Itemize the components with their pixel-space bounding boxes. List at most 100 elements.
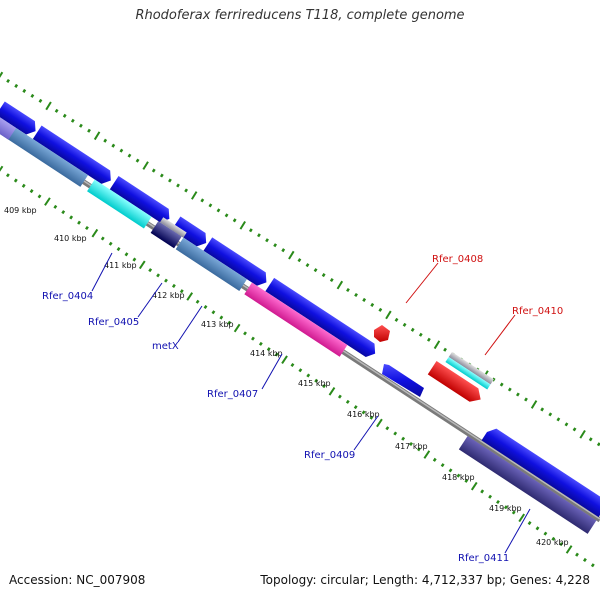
gc-mark (29, 189, 34, 194)
tick-label: 418 kbp (442, 473, 475, 482)
gc-mark (540, 407, 545, 412)
gc-mark (251, 336, 255, 341)
gc-mark (378, 307, 383, 312)
gc-mark (596, 442, 600, 447)
gene-feature[interactable] (448, 352, 494, 385)
gene-feature[interactable] (171, 216, 211, 250)
gc-mark (507, 387, 512, 392)
gc-mark (258, 341, 263, 346)
gene-feature[interactable] (203, 237, 270, 289)
gc-mark (227, 320, 232, 325)
gene-label[interactable]: Rfer_0409 (304, 450, 355, 461)
label-leaders (91, 252, 531, 554)
gene-feature[interactable] (150, 221, 182, 249)
gc-mark (77, 220, 81, 225)
gene-feature-rfer-0409[interactable] (382, 364, 424, 397)
gc-mark (385, 426, 390, 431)
gc-mark (572, 427, 577, 432)
gc-mark (401, 436, 406, 441)
gc-mark (116, 247, 121, 252)
gc-mark (248, 228, 253, 233)
gc-mark (551, 536, 556, 541)
gc-mark (132, 257, 137, 262)
gc-mark (394, 317, 399, 322)
tick-label: 410 kbp (54, 234, 87, 243)
gc-mark (216, 208, 221, 213)
gc-mark (257, 233, 261, 238)
gene-feature[interactable] (265, 277, 379, 360)
gc-mark (470, 481, 478, 491)
gc-mark (579, 429, 586, 439)
gene-feature-rfer-0411[interactable] (481, 425, 600, 518)
gene-feature[interactable] (0, 114, 89, 187)
gc-mark (176, 183, 180, 188)
gc-mark (417, 447, 421, 452)
gc-mark (62, 113, 67, 118)
gc-mark (195, 299, 200, 304)
gene-label[interactable]: Rfer_0405 (88, 317, 139, 328)
gc-mark (496, 499, 500, 505)
gene-label[interactable]: Rfer_0411 (458, 553, 509, 564)
gc-mark (423, 450, 431, 459)
gc-mark (464, 478, 469, 483)
gc-mark (151, 168, 156, 173)
gene-feature[interactable] (445, 357, 491, 390)
gc-mark (515, 392, 520, 397)
gc-mark (239, 220, 246, 230)
gene-feature[interactable] (175, 237, 247, 291)
gc-mark (565, 545, 573, 554)
gc-mark (535, 526, 540, 531)
gc-mark (87, 128, 91, 133)
tick-label: 415 kbp (298, 379, 331, 388)
gc-mark (433, 340, 441, 350)
gene-feature[interactable] (244, 282, 348, 357)
gene-feature[interactable] (109, 175, 174, 226)
gc-mark (159, 173, 164, 178)
gc-mark (480, 489, 485, 494)
gene-label[interactable]: Rfer_0408 (432, 254, 483, 265)
gc-mark (543, 531, 548, 536)
gc-content-inner-band (0, 165, 595, 568)
tick-label: 412 kbp (152, 291, 185, 300)
gene-feature[interactable] (0, 114, 17, 140)
gc-mark (203, 304, 208, 310)
gene-label[interactable]: Rfer_0404 (42, 291, 93, 302)
gc-mark (5, 173, 10, 178)
topology-text: Topology: circular; Length: 4,712,337 bp… (260, 573, 590, 587)
gc-mark (13, 178, 18, 183)
gc-mark (124, 252, 129, 257)
gc-mark (142, 161, 149, 170)
gc-mark (583, 557, 587, 562)
gc-mark (488, 494, 493, 499)
gc-mark (164, 278, 168, 283)
gene-label[interactable]: metX (152, 341, 179, 352)
gc-mark (200, 198, 205, 203)
gc-mark (37, 194, 42, 199)
gene-feature[interactable] (458, 436, 597, 534)
gc-mark (54, 108, 59, 113)
gc-mark (345, 399, 350, 404)
gene-feature[interactable] (32, 125, 115, 188)
gene-label[interactable]: Rfer_0407 (207, 389, 258, 400)
gene-feature[interactable] (159, 217, 187, 238)
gene-feature-rfer-0408[interactable] (374, 325, 390, 342)
gc-mark (527, 521, 532, 526)
gene-feature[interactable] (0, 101, 40, 137)
gc-mark (409, 441, 413, 447)
gc-mark (281, 355, 288, 365)
gene-label[interactable]: Rfer_0410 (512, 306, 563, 317)
gene-feature[interactable] (87, 179, 152, 229)
gene-feature-rfer-0410[interactable] (427, 360, 485, 406)
gc-mark (191, 191, 198, 200)
gc-mark (432, 457, 437, 462)
gc-mark (313, 268, 318, 273)
gc-mark (524, 397, 528, 402)
gc-mark (590, 563, 595, 568)
gc-mark (362, 297, 367, 302)
gc-mark (91, 228, 99, 238)
gc-mark (385, 310, 392, 320)
gc-mark (103, 138, 108, 143)
gc-mark (575, 552, 579, 557)
gc-mark (443, 347, 447, 352)
